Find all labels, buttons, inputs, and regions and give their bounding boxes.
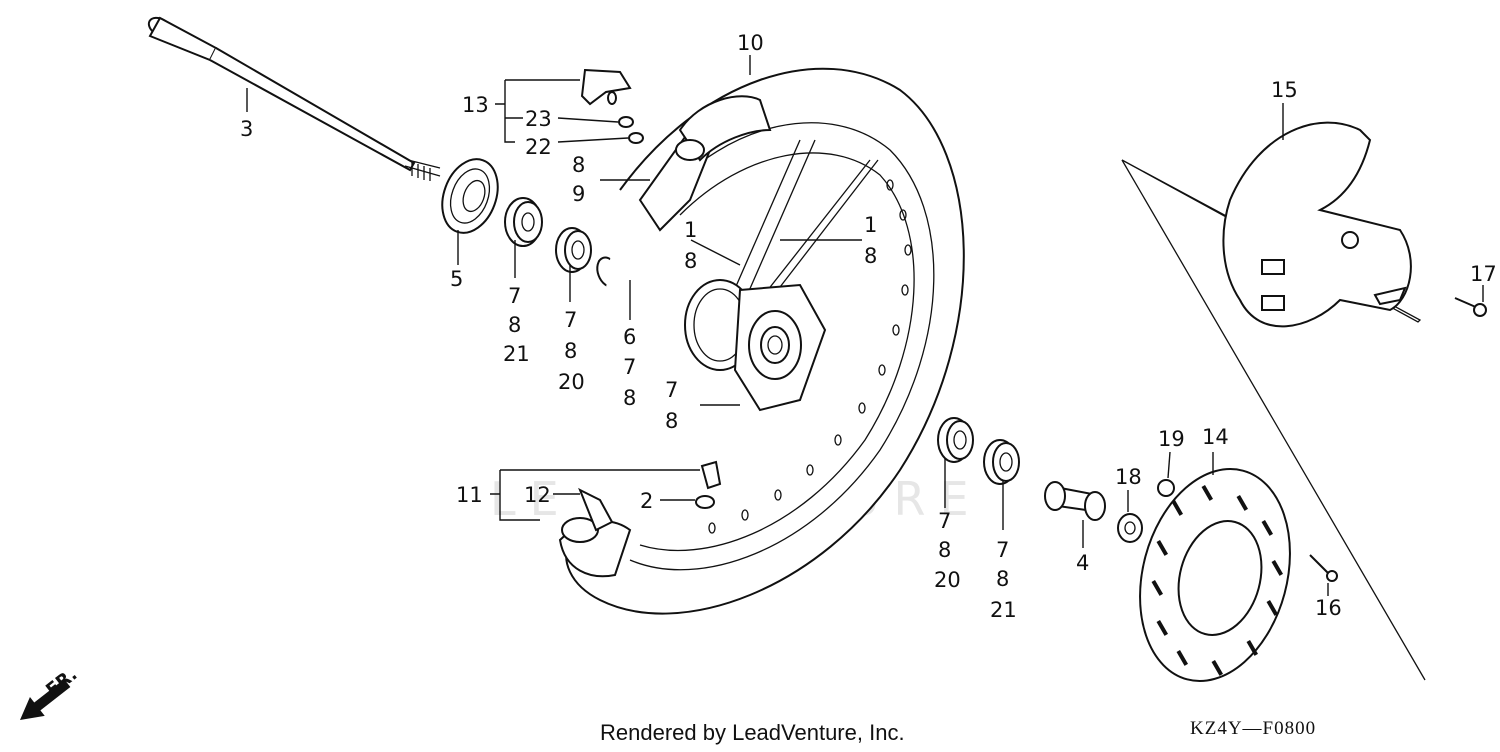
- callout-5[interactable]: 5: [450, 267, 463, 291]
- callout-7-bearing2[interactable]: 7: [564, 308, 577, 332]
- callout-16[interactable]: 16: [1315, 596, 1342, 620]
- callout-8-collar[interactable]: 8: [623, 386, 636, 410]
- callout-3[interactable]: 3: [240, 117, 253, 141]
- brake-disc-part[interactable]: [1118, 452, 1313, 698]
- callout-20-bearing3[interactable]: 20: [934, 568, 961, 592]
- callout-12[interactable]: 12: [524, 483, 551, 507]
- callout-8-bearing4[interactable]: 8: [996, 567, 1009, 591]
- callout-8-spoke-b[interactable]: 8: [864, 244, 877, 268]
- callout-19[interactable]: 19: [1158, 427, 1185, 451]
- callout-22[interactable]: 22: [525, 135, 552, 159]
- callout-8-hub[interactable]: 8: [665, 409, 678, 433]
- axle-part[interactable]: [146, 14, 441, 181]
- callout-7-bearing1[interactable]: 7: [508, 284, 521, 308]
- dust-seal-part[interactable]: [433, 151, 508, 240]
- callout-13[interactable]: 13: [462, 93, 489, 117]
- disc-cover-part[interactable]: [1121, 121, 1426, 681]
- bearing-right-inner[interactable]: [937, 417, 974, 463]
- nut-19[interactable]: [1157, 479, 1175, 497]
- callout-8-bearing2[interactable]: 8: [564, 339, 577, 363]
- callout-21-bearing4[interactable]: 21: [990, 598, 1017, 622]
- front-wheel-hub[interactable]: [684, 279, 827, 412]
- callout-8-bearing1[interactable]: 8: [508, 313, 521, 337]
- callout-1-spoke-b[interactable]: 1: [864, 213, 877, 237]
- valve-nut-part[interactable]: [695, 495, 715, 509]
- side-collar-part[interactable]: [1044, 481, 1106, 521]
- callout-1-spoke-a[interactable]: 1: [684, 218, 697, 242]
- rim-lock-part[interactable]: [580, 68, 632, 106]
- callout-23[interactable]: 23: [525, 107, 552, 131]
- callout-17[interactable]: 17: [1470, 262, 1497, 286]
- callout-7-bearing4[interactable]: 7: [996, 538, 1009, 562]
- bearing-right-outer[interactable]: [983, 439, 1020, 485]
- callout-7-hub[interactable]: 7: [665, 378, 678, 402]
- valve-cap-part[interactable]: [700, 460, 722, 490]
- callout-6[interactable]: 6: [623, 325, 636, 349]
- leader-lines: [246, 55, 1484, 596]
- front-direction-arrow: FR.: [20, 664, 81, 720]
- callout-18[interactable]: 18: [1115, 465, 1142, 489]
- callout-4[interactable]: 4: [1076, 551, 1089, 575]
- callouts: 3 5 7 8 21 7 8 20 6 7 8 1 8 1 8 7 8 8 9 …: [240, 31, 1497, 622]
- bolt-17[interactable]: [1454, 297, 1487, 317]
- nut-18[interactable]: [1117, 513, 1143, 543]
- callout-8-rim[interactable]: 8: [572, 153, 585, 177]
- callout-21-bearing1[interactable]: 21: [503, 342, 530, 366]
- nut-22[interactable]: [628, 132, 644, 144]
- bearing-left-outer[interactable]: [504, 197, 543, 247]
- diagram-code: KZ4Y—F0800: [1190, 718, 1317, 739]
- callout-14[interactable]: 14: [1202, 425, 1229, 449]
- callout-20-bearing2[interactable]: 20: [558, 370, 585, 394]
- callout-7-collar[interactable]: 7: [623, 355, 636, 379]
- callout-8-spoke-a[interactable]: 8: [684, 249, 697, 273]
- bolt-16[interactable]: [1309, 554, 1338, 582]
- callout-9-rim[interactable]: 9: [572, 182, 585, 206]
- render-credit: Rendered by LeadVenture, Inc.: [600, 720, 905, 745]
- callout-2[interactable]: 2: [640, 489, 653, 513]
- callout-7-bearing3[interactable]: 7: [938, 509, 951, 533]
- bearing-left-inner[interactable]: [555, 227, 592, 273]
- callout-11[interactable]: 11: [456, 483, 483, 507]
- callout-8-bearing3[interactable]: 8: [938, 538, 951, 562]
- washer-23[interactable]: [618, 116, 634, 128]
- callout-10[interactable]: 10: [737, 31, 764, 55]
- rim-band-part[interactable]: [578, 487, 614, 532]
- callout-15[interactable]: 15: [1271, 78, 1298, 102]
